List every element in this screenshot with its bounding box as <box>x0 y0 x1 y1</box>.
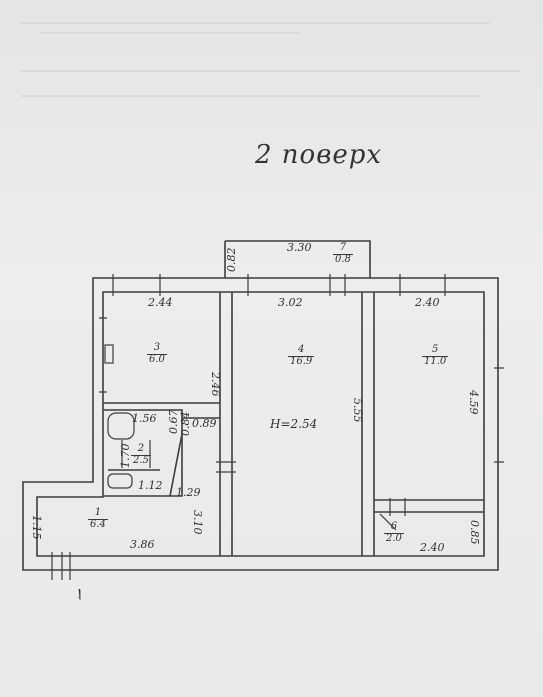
wc-lines <box>121 440 151 468</box>
dim-bottom-left: 3.86 <box>130 538 155 551</box>
room-area: 2.0 <box>386 532 402 544</box>
outer-wall-inner <box>36 291 485 557</box>
room-area: 2.5 <box>133 454 149 466</box>
dim-balcony-side: 0.82 <box>225 247 238 273</box>
room-area: 0.8 <box>335 253 351 265</box>
window-ticks-top <box>112 274 446 296</box>
window-ticks-left <box>99 317 107 393</box>
dim-bath-side: 0.89 <box>192 417 217 430</box>
fixture-room3 <box>104 344 114 364</box>
faint-text-line <box>20 95 480 97</box>
floor-title: 2 поверх <box>255 140 383 170</box>
dim-wc-bottom: 1.12 <box>138 479 163 492</box>
room-number: 5 <box>422 344 449 357</box>
dim-bath-top: 1.56 <box>132 412 157 425</box>
window-ticks-right <box>494 367 504 463</box>
dim-room4-side: 5.55 <box>351 398 364 423</box>
room-4-label: 4 16.9 <box>288 344 315 367</box>
bathtub <box>107 412 135 440</box>
balcony-outline <box>225 240 371 278</box>
dim-entry-side: 1.15 <box>30 515 43 540</box>
closet-mark <box>379 513 397 531</box>
room-area: 11.0 <box>424 355 447 367</box>
door-ticks-closet <box>389 498 406 516</box>
dim-hall-side: 3.10 <box>191 510 204 535</box>
dim-room5-side: 4.59 <box>467 390 480 415</box>
faint-text-line <box>20 22 490 24</box>
room-area: 6.4 <box>90 518 106 530</box>
room-number: 4 <box>288 344 315 357</box>
faint-text-line <box>20 70 520 72</box>
dim-wc-side: 1.70 <box>119 443 132 469</box>
dim-balcony-top: 3.30 <box>287 241 312 254</box>
room-5-label: 5 11.0 <box>422 344 449 367</box>
pencil-mark-label: ! <box>77 587 82 601</box>
room-1-label: 1 6.4 <box>88 507 108 530</box>
dim-room5-top: 2.40 <box>415 296 440 309</box>
room-area: 6.0 <box>149 353 165 365</box>
room-area: 16.9 <box>290 355 313 367</box>
wall-room4-room5 <box>361 292 375 556</box>
room-number: 7 <box>333 242 353 255</box>
dim-room4-top: 3.02 <box>278 296 303 309</box>
dim-bath-small-b: 0.84 <box>179 411 192 437</box>
dim-closet-side: 0.85 <box>468 520 481 545</box>
dim-hall-diag: 1.29 <box>176 486 201 499</box>
entry-ticks <box>51 552 71 580</box>
room-number: 3 <box>147 342 167 355</box>
ceiling-height: H=2.54 <box>270 417 318 431</box>
bathroom-outline <box>103 409 183 497</box>
room-6-label: 6 2.0 <box>384 521 404 544</box>
door-ticks-room4 <box>216 461 236 473</box>
faint-text-line <box>40 32 300 34</box>
toilet <box>107 473 133 489</box>
wall-room3-room4 <box>219 292 233 556</box>
room-number: 6 <box>384 521 404 534</box>
outer-wall-outer <box>22 277 499 571</box>
dim-room3-top: 2.44 <box>148 296 173 309</box>
room-2-label: 2 2.5 <box>131 443 151 466</box>
dim-room3-side: 2.46 <box>209 372 222 397</box>
hall-diagonal <box>169 433 183 497</box>
dim-bottom-right: 2.40 <box>420 541 445 554</box>
room-7-label: 7 0.8 <box>333 242 353 265</box>
dim-bath-small-a: 0.67 <box>167 409 180 435</box>
room-number: 2 <box>131 443 151 456</box>
room-number: 1 <box>88 507 108 520</box>
closet-wall <box>374 499 484 513</box>
room-3-label: 3 6.0 <box>147 342 167 365</box>
